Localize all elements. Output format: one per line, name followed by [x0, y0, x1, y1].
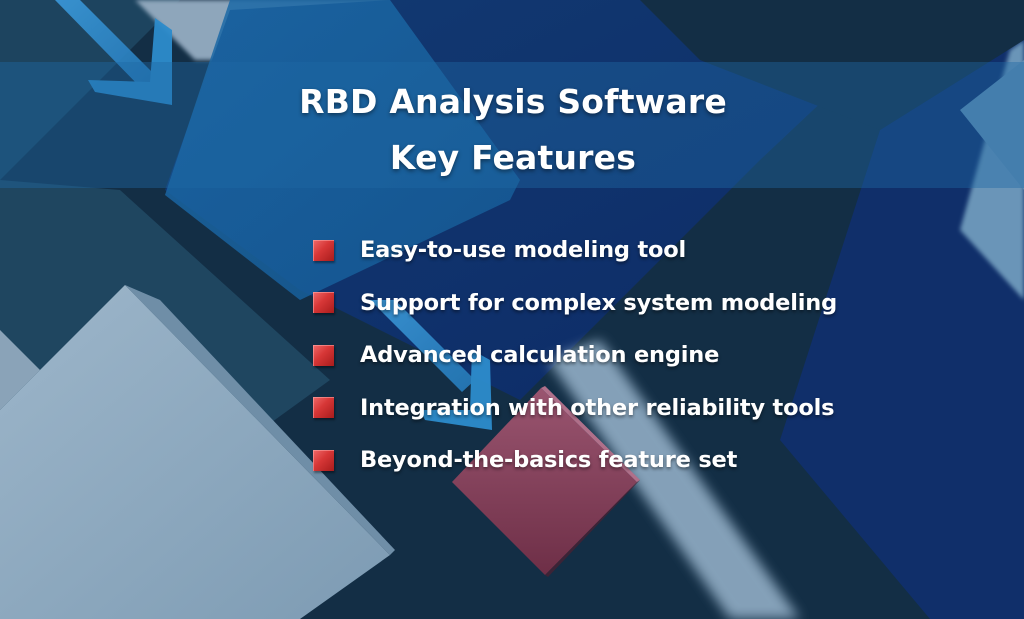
slide-title: RBD Analysis Software Key Features — [0, 74, 1024, 186]
header-band — [0, 62, 1024, 188]
arrow-center-icon — [370, 300, 492, 430]
feature-item: Integration with other reliability tools — [313, 382, 837, 435]
red-square-bullet-icon — [313, 397, 334, 419]
red-square-bullet-icon — [313, 292, 334, 314]
feature-item: Easy-to-use modeling tool — [313, 224, 837, 277]
feature-label: Beyond-the-basics feature set — [360, 447, 738, 474]
feature-list: Easy-to-use modeling tool Support for co… — [313, 224, 837, 487]
feature-item: Advanced calculation engine — [313, 329, 837, 382]
feature-label: Support for complex system modeling — [360, 289, 837, 316]
pale-diamond-shape — [0, 285, 390, 619]
red-square-bullet-icon — [313, 344, 334, 366]
pink-diamond-shape — [452, 388, 637, 575]
feature-item: Support for complex system modeling — [313, 277, 837, 330]
arrow-top-left-icon — [55, 0, 172, 105]
feature-label: Integration with other reliability tools — [360, 394, 835, 421]
feature-item: Beyond-the-basics feature set — [313, 434, 837, 487]
red-square-bullet-icon — [313, 239, 334, 261]
feature-label: Easy-to-use modeling tool — [360, 237, 687, 264]
feature-label: Advanced calculation engine — [360, 342, 720, 369]
pale-diagonal-bar — [548, 340, 800, 619]
red-square-bullet-icon — [313, 449, 334, 471]
title-line-1: RBD Analysis Software — [299, 82, 727, 121]
title-line-2: Key Features — [389, 138, 637, 177]
